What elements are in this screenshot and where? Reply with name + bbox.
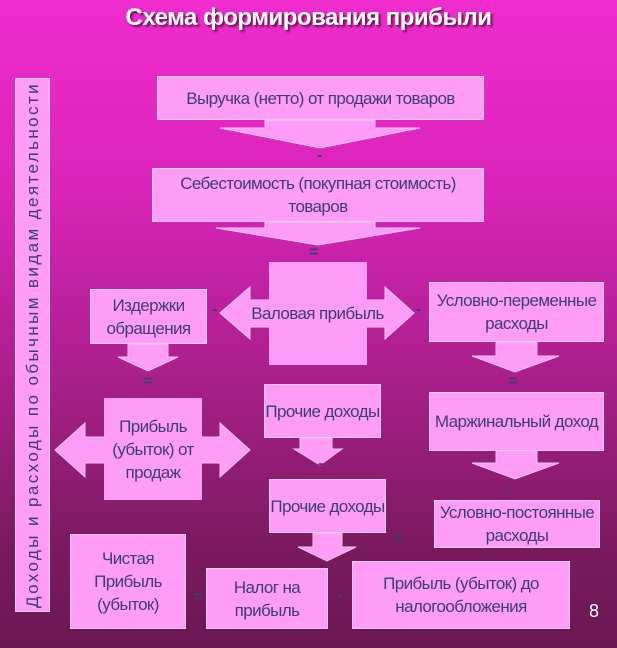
box-cost: Себестоимость (покупная стоимость) товар… bbox=[152, 168, 484, 222]
arrow-other-expenses-down bbox=[297, 532, 357, 562]
operator-equals: = bbox=[393, 530, 403, 547]
box-pretax-profit: Прибыль (убыток) до налогообложения bbox=[352, 561, 570, 629]
arrow-marginal-down bbox=[471, 450, 560, 480]
box-variable-costs: Условно-переменные расходы bbox=[429, 282, 604, 342]
box-marginal-income: Маржинальный доход bbox=[429, 392, 604, 451]
box-net-profit: Чистая Прибыль (убыток) bbox=[70, 534, 186, 629]
box-other-expenses: Прочие доходы bbox=[269, 479, 386, 533]
operator-equals: = bbox=[309, 244, 319, 261]
box-distribution-costs: Издержки обращения bbox=[90, 289, 207, 344]
arrow-cost-down bbox=[215, 221, 421, 246]
operator-minus: - bbox=[416, 301, 422, 318]
box-gross-profit-center bbox=[269, 262, 367, 365]
arrow-distribution-down bbox=[117, 343, 179, 372]
operator-minus: - bbox=[212, 301, 218, 318]
box-revenue: Выручка (нетто) от продажи товаров bbox=[157, 76, 484, 120]
operator-minus: - bbox=[509, 481, 515, 498]
box-fixed-costs: Условно-постоянные расходы bbox=[434, 500, 600, 548]
box-sales-profit: Прибыль (убыток) от продаж bbox=[104, 398, 202, 500]
box-income-tax: Налог на прибыль bbox=[206, 568, 328, 629]
box-other-income: Прочие доходы bbox=[264, 384, 381, 438]
page-number: 8 bbox=[589, 601, 600, 621]
arrow-other-income-down bbox=[292, 437, 344, 466]
slide-title: Схема формирования прибыли bbox=[125, 4, 492, 31]
operator-minus: - bbox=[338, 587, 344, 604]
operator-equals: = bbox=[194, 589, 204, 606]
operator-minus: - bbox=[317, 147, 323, 164]
arrow-revenue-down bbox=[219, 119, 421, 149]
operator-equals: = bbox=[143, 373, 153, 390]
box-gross-profit: Валовая прибыль bbox=[251, 304, 384, 323]
operator-equals: = bbox=[508, 373, 518, 390]
operator-minus: - bbox=[318, 455, 324, 472]
arrow-variable-down bbox=[471, 341, 560, 373]
side-label-box: Доходы и расходы по обычным видам деятел… bbox=[15, 78, 50, 612]
